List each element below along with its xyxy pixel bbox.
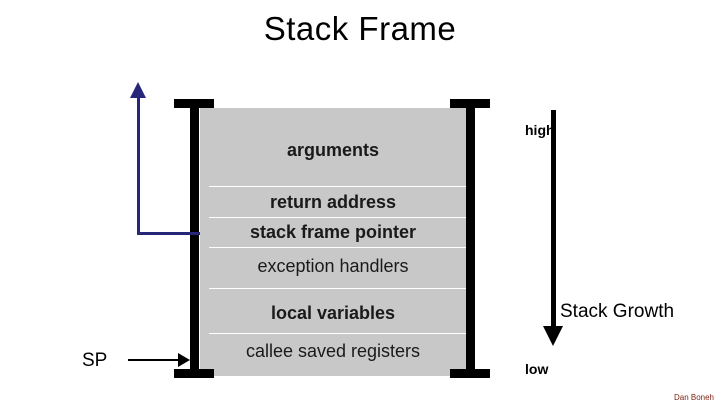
stack-row-local-variables: local variables	[270, 303, 396, 323]
frame-pointer-arrowhead-icon	[130, 82, 146, 98]
stack-row-stack-frame-pointer: stack frame pointer	[249, 222, 417, 242]
stack-cap-bottom-left	[174, 369, 214, 378]
stack-wall-right	[466, 99, 475, 378]
row-separator	[209, 186, 466, 187]
stack-pointer-label: SP	[82, 350, 108, 371]
stack-cap-bottom-right	[450, 369, 490, 378]
address-low-label: low	[525, 361, 549, 377]
stack-growth-arrowhead-icon	[543, 326, 563, 346]
stack-row-arguments: arguments	[286, 140, 380, 160]
frame-pointer-arrow-vertical	[137, 96, 140, 235]
row-separator	[209, 217, 466, 218]
stack-growth-caption: Stack Growth	[560, 301, 675, 322]
stack-cap-top-left	[174, 99, 214, 108]
stack-pointer-arrowhead-icon	[178, 353, 190, 367]
row-separator	[209, 288, 466, 289]
stack-growth-arrow-line	[551, 110, 556, 332]
row-separator	[209, 247, 466, 248]
author-credit: Dan Boneh	[673, 393, 714, 402]
stack-frame-box	[200, 108, 466, 376]
stack-cap-top-right	[450, 99, 490, 108]
page-title: Stack Frame	[263, 10, 457, 47]
address-high-label: high	[525, 122, 555, 138]
row-separator	[209, 333, 466, 334]
stack-row-return-address: return address	[269, 192, 397, 212]
stack-pointer-arrow-line	[128, 359, 184, 361]
frame-pointer-arrow-horizontal	[137, 232, 200, 235]
stack-row-callee-saved-registers: callee saved registers	[245, 341, 421, 361]
stack-wall-left	[190, 99, 199, 378]
stack-row-exception-handlers: exception handlers	[257, 256, 409, 276]
